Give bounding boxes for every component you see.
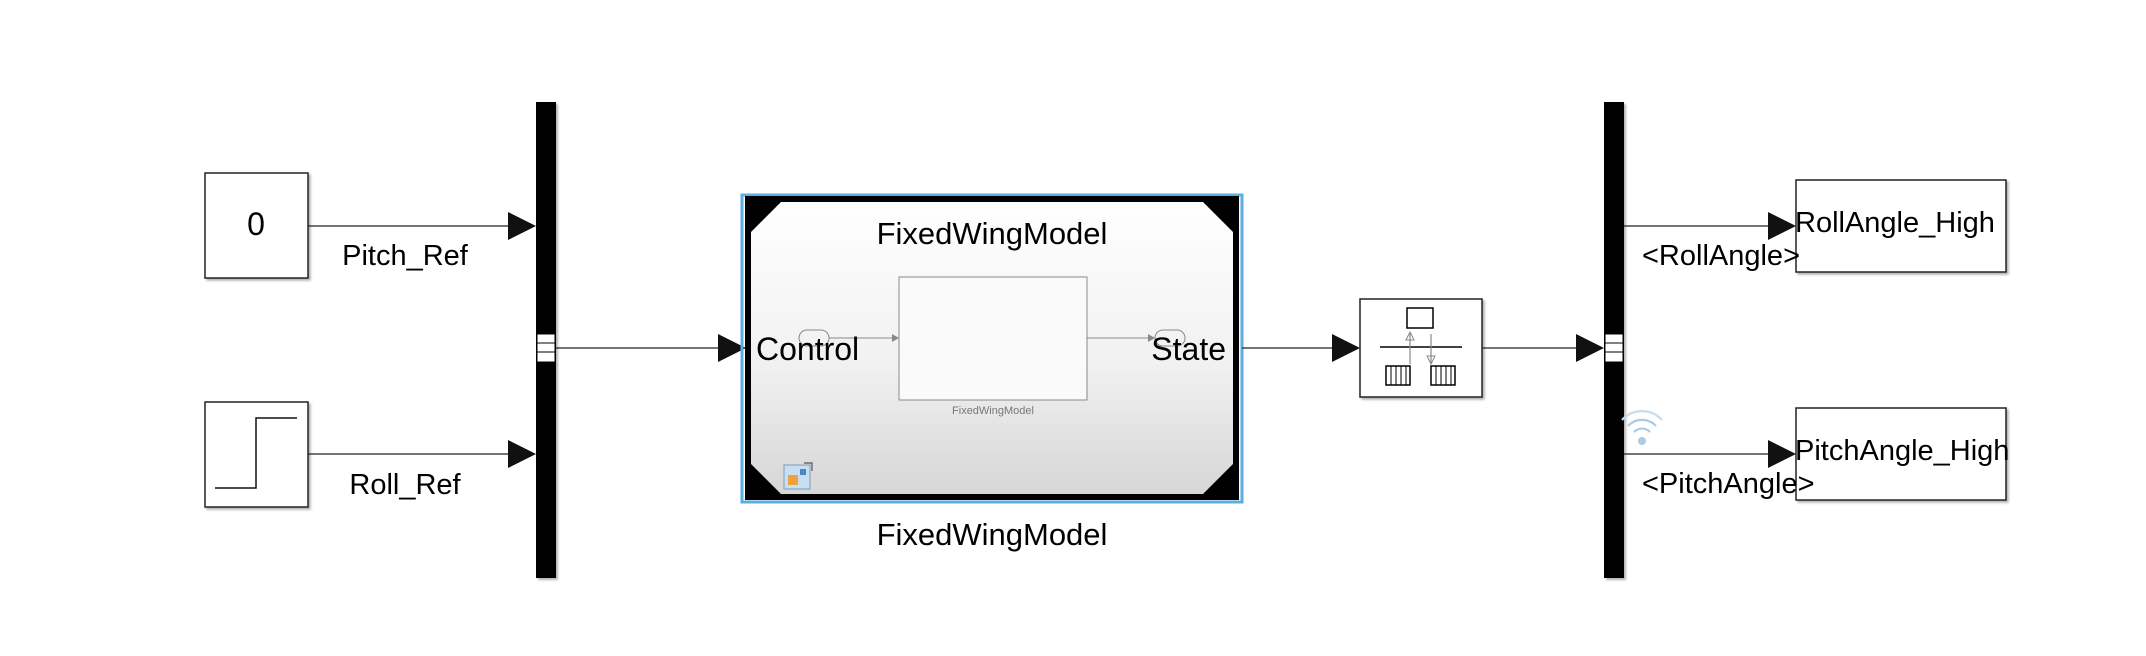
pitch-angle-high-block[interactable]: PitchAngle_High [1795, 407, 2009, 501]
input-port-label: Control [756, 331, 859, 367]
signal-rate-transition-to-bus-selector[interactable] [1482, 334, 1604, 362]
roll-angle-high-block[interactable]: RollAngle_High [1795, 179, 2007, 273]
roll-angle-high-label: RollAngle_High [1795, 207, 1995, 239]
model-title: FixedWingModel [877, 216, 1108, 251]
model-thumbnail: FixedWingModel [798, 276, 1186, 417]
signal-model-to-rate-transition[interactable] [1242, 334, 1360, 362]
rate-transition-block[interactable] [1359, 298, 1483, 398]
model-reference-icon [783, 462, 813, 490]
bus-selector-block[interactable] [1604, 102, 1624, 578]
label-pitch-ref: Pitch_Ref [342, 240, 469, 272]
signal-bus-to-model[interactable] [556, 334, 746, 362]
pitch-angle-high-label: PitchAngle_High [1795, 435, 2009, 467]
constant-value: 0 [247, 206, 265, 242]
label-roll-angle: <RollAngle> [1642, 240, 1800, 272]
signal-pitch-angle[interactable] [1624, 440, 1796, 468]
step-block[interactable] [204, 401, 309, 508]
signal-roll-ref[interactable] [308, 440, 536, 468]
step-function-icon [215, 417, 297, 489]
bus-port-marker [536, 333, 556, 363]
output-port-label: State [1151, 331, 1226, 367]
signal-roll-angle[interactable] [1624, 212, 1796, 240]
signal-pitch-ref[interactable] [308, 212, 536, 240]
rate-transition-icon [1380, 307, 1462, 386]
thumbnail-caption: FixedWingModel [952, 405, 1034, 417]
model-name-label: FixedWingModel [877, 517, 1108, 552]
label-roll-ref: Roll_Ref [349, 469, 461, 501]
bus-creator-block[interactable] [536, 102, 556, 578]
wireless-signal-icon[interactable] [1621, 410, 1663, 445]
bus-port-marker [1604, 333, 1624, 363]
label-pitch-angle: <PitchAngle> [1642, 468, 1815, 500]
constant-block[interactable]: 0 [204, 172, 309, 279]
model-reference-block[interactable]: FixedWingModel FixedWingModel Control St… [740, 193, 1244, 504]
